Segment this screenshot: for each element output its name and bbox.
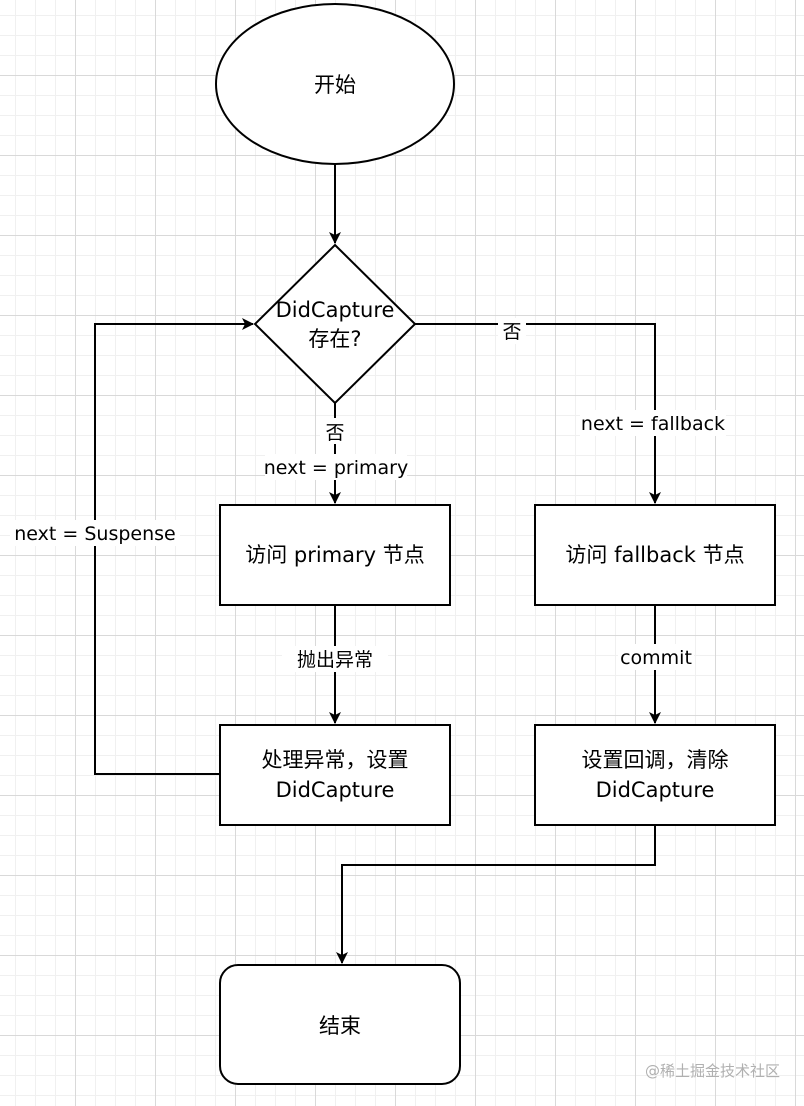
setup-callback-node: 设置回调，清除 DidCapture [534,724,776,826]
svg-text:抛出异常: 抛出异常 [297,649,373,671]
handle-exception-label-line1: 处理异常，设置 [262,748,409,772]
end-node: 结束 [219,964,461,1085]
setup-callback-label-line1: 设置回调，清除 [582,748,729,772]
visit-primary-label: 访问 primary 节点 [245,543,425,567]
edge-label-next-fallback: next = fallback [580,410,726,436]
svg-text:next = Suspense: next = Suspense [14,523,175,545]
visit-primary-node: 访问 primary 节点 [219,504,451,606]
start-node-label: 开始 [314,73,356,97]
edge-label-decision-down: 否 [320,418,350,444]
edge-label-throw: 抛出异常 [282,646,388,672]
visit-fallback-node: 访问 fallback 节点 [534,504,776,606]
svg-text:否: 否 [502,321,521,343]
svg-text:否: 否 [325,422,344,444]
edge-label-next-suspense: next = Suspense [10,520,180,546]
decision-label-line2: 存在? [308,327,361,351]
edge-setup-to-end [336,825,656,964]
edge-decision-to-fallback [415,323,661,504]
end-node-label: 结束 [319,1014,361,1038]
handle-exception-label-line2: DidCapture [276,778,395,802]
watermark-text: @稀土掘金技术社区 [645,1062,780,1080]
start-node: 开始 [215,3,455,165]
edge-label-next-primary: next = primary [264,454,408,480]
svg-text:commit: commit [620,647,692,669]
svg-text:next = fallback: next = fallback [581,413,725,435]
edge-handle-loop-to-decision [94,318,254,775]
edge-label-decision-right: 否 [498,318,526,344]
decision-node: DidCapture 存在? [253,243,417,405]
visit-fallback-label: 访问 fallback 节点 [565,543,744,567]
handle-exception-node: 处理异常，设置 DidCapture [219,724,451,826]
decision-label-line1: DidCapture [276,298,395,322]
setup-callback-label-line2: DidCapture [596,778,715,802]
edge-label-commit: commit [618,644,694,670]
svg-text:next = primary: next = primary [264,457,408,479]
